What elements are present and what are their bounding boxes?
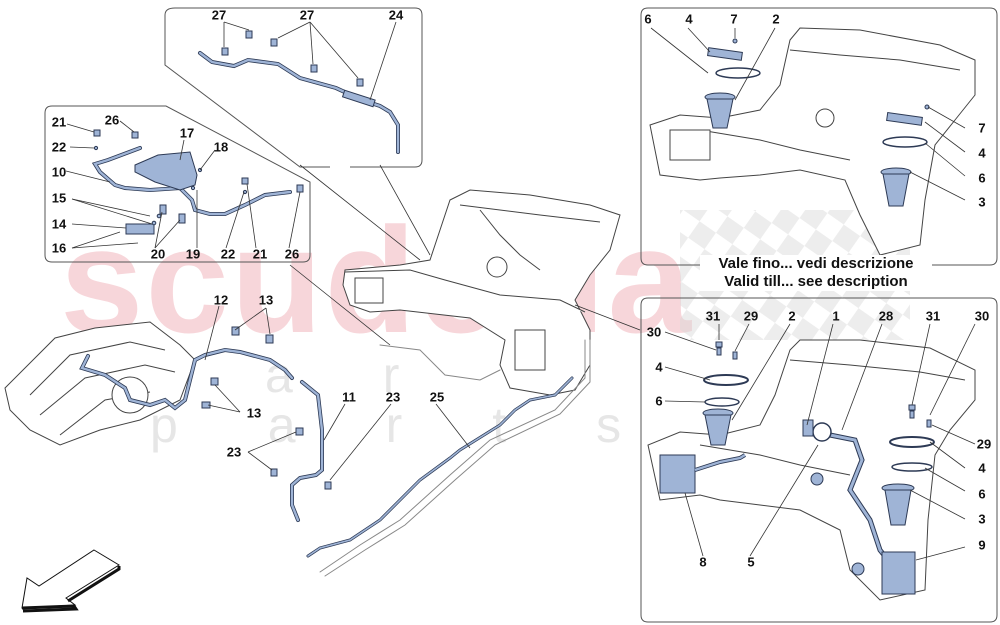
clips-13-23[interactable] <box>201 326 332 490</box>
screws-29-30-31[interactable] <box>715 341 932 428</box>
callout-23[interactable]: 23 <box>226 444 242 460</box>
callout-21[interactable]: 21 <box>252 246 268 262</box>
callout-7[interactable]: 7 <box>730 11 738 27</box>
hose-12[interactable] <box>79 347 294 411</box>
callout-19[interactable]: 19 <box>185 246 201 262</box>
callout-20[interactable]: 20 <box>150 246 166 262</box>
validity-note-italian: Vale fino... vedi descrizione <box>718 255 914 272</box>
callout-17[interactable]: 17 <box>179 125 195 141</box>
callout-31[interactable]: 31 <box>925 308 941 324</box>
pump-module-8[interactable] <box>659 453 747 494</box>
callout-30[interactable]: 30 <box>974 308 990 324</box>
callout-3[interactable]: 3 <box>978 511 986 527</box>
pump-3-bottom[interactable] <box>881 436 935 526</box>
callout-23[interactable]: 23 <box>385 389 401 405</box>
pump-3-top[interactable] <box>880 104 930 207</box>
pump-module-9[interactable] <box>851 551 916 595</box>
callout-27[interactable]: 27 <box>211 7 227 23</box>
callout-4[interactable]: 4 <box>685 11 693 27</box>
callout-4[interactable]: 4 <box>655 359 663 375</box>
callout-26[interactable]: 26 <box>284 246 300 262</box>
callout-4[interactable]: 4 <box>978 145 986 161</box>
panel-vent-line <box>164 7 423 168</box>
panel-tank-variant-new <box>640 297 998 623</box>
callout-6[interactable]: 6 <box>978 170 986 186</box>
callout-13[interactable]: 13 <box>258 292 274 308</box>
callout-10[interactable]: 10 <box>51 164 67 180</box>
callout-9[interactable]: 9 <box>978 537 986 553</box>
callout-6[interactable]: 6 <box>644 11 652 27</box>
shield-17[interactable] <box>134 151 198 191</box>
callout-13[interactable]: 13 <box>246 405 262 421</box>
engine-block <box>4 321 196 446</box>
arrow-down-left-icon <box>21 549 121 613</box>
callout-14[interactable]: 14 <box>51 216 67 232</box>
callout-31[interactable]: 31 <box>705 308 721 324</box>
callout-16[interactable]: 16 <box>51 240 67 256</box>
clips-27[interactable] <box>221 30 364 87</box>
bracket-14[interactable] <box>125 223 155 235</box>
hose-11[interactable] <box>290 380 324 522</box>
callout-21[interactable]: 21 <box>51 114 67 130</box>
callout-6[interactable]: 6 <box>655 393 663 409</box>
callout-7[interactable]: 7 <box>978 120 986 136</box>
fuel-tank-center <box>342 189 621 396</box>
hose-28[interactable] <box>802 419 890 562</box>
callout-1[interactable]: 1 <box>832 308 840 324</box>
fuel-line-25[interactable] <box>306 339 591 577</box>
callout-18[interactable]: 18 <box>213 139 229 155</box>
callout-27[interactable]: 27 <box>299 7 315 23</box>
validity-note: Vale fino... vedi descrizione Valid till… <box>700 255 932 291</box>
panel-hose-kit <box>44 105 311 263</box>
callout-24[interactable]: 24 <box>388 7 404 23</box>
callout-28[interactable]: 28 <box>878 308 894 324</box>
callout-4[interactable]: 4 <box>978 460 986 476</box>
small-fasteners[interactable] <box>93 129 304 226</box>
callout-2[interactable]: 2 <box>788 308 796 324</box>
callout-2[interactable]: 2 <box>772 11 780 27</box>
callout-3[interactable]: 3 <box>978 194 986 210</box>
callout-12[interactable]: 12 <box>213 292 229 308</box>
callout-22[interactable]: 22 <box>51 139 67 155</box>
callout-26[interactable]: 26 <box>104 112 120 128</box>
callout-25[interactable]: 25 <box>429 389 445 405</box>
callout-30[interactable]: 30 <box>646 324 662 340</box>
callout-5[interactable]: 5 <box>747 554 755 570</box>
pump-2-top[interactable] <box>704 38 761 129</box>
panel-tank-variant-old <box>640 7 998 266</box>
callout-29[interactable]: 29 <box>976 436 992 452</box>
callout-15[interactable]: 15 <box>51 190 67 206</box>
callout-11[interactable]: 11 <box>342 389 356 405</box>
callout-6[interactable]: 6 <box>978 486 986 502</box>
validity-note-english: Valid till... see description <box>724 273 908 290</box>
callout-8[interactable]: 8 <box>699 554 707 570</box>
callout-29[interactable]: 29 <box>743 308 759 324</box>
vent-hose-24[interactable] <box>198 51 400 154</box>
callout-22[interactable]: 22 <box>220 246 236 262</box>
